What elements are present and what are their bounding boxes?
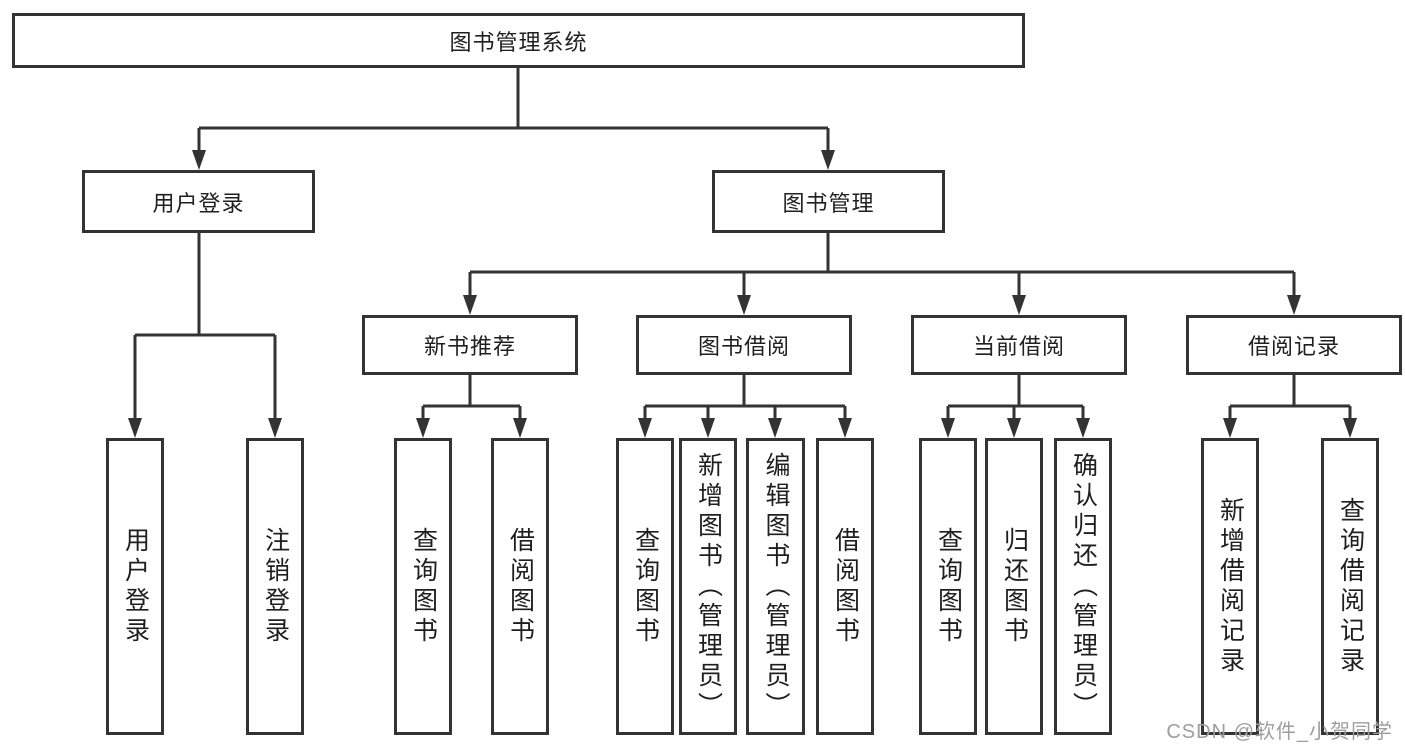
arrowhead [1076,418,1090,438]
arrowhead [1343,418,1357,438]
node-new-book-recommendation-label: 新书推荐 [423,334,516,359]
leaf-logout-label: 注销登录 [261,526,290,647]
leaf-current-return-books-label: 归还图书 [1000,526,1029,647]
node-user-login: 用户登录 [82,170,315,233]
connector-management-to-level3 [468,233,1296,297]
leaf-borrow-query-books: 查询图书 [616,438,674,735]
connector-newbooks-to-leaves [421,375,522,420]
connector-login-to-leaves [133,233,277,420]
node-book-management: 图书管理 [712,170,945,233]
leaf-current-query-books: 查询图书 [919,438,977,735]
node-book-management-label: 图书管理 [782,190,875,216]
leaf-newbooks-query-books: 查询图书 [394,438,452,735]
node-library-system-label: 图书管理系统 [449,29,588,55]
leaf-user-login: 用户登录 [106,438,164,735]
node-book-borrow: 图书借阅 [636,315,852,375]
leaf-borrow-borrow-books-label: 借阅图书 [831,526,860,647]
leaf-current-query-books-label: 查询图书 [934,526,963,647]
leaf-newbooks-borrow-books: 借阅图书 [491,438,549,735]
arrowhead [1287,295,1301,315]
arrowhead [821,150,835,170]
arrowhead [416,418,430,438]
connector-currentborrow-to-leaves [946,375,1085,420]
leaf-records-query-record: 查询借阅记录 [1321,438,1379,735]
leaf-current-confirm-return-admin-label: 确认归还（管理员） [1069,451,1098,722]
leaf-borrow-add-books-admin: 新增图书（管理员） [679,438,737,735]
leaf-newbooks-borrow-books-label: 借阅图书 [506,526,535,647]
connector-records-to-leaves [1228,375,1352,420]
arrowhead [1223,418,1237,438]
arrowhead [1012,295,1026,315]
arrowhead [701,418,715,438]
leaf-borrow-edit-books-admin: 编辑图书（管理员） [746,438,805,735]
arrowhead [268,418,282,438]
leaf-borrow-query-books-label: 查询图书 [631,526,660,647]
leaf-user-login-label: 用户登录 [121,526,150,647]
arrowhead [513,418,527,438]
arrowhead [1007,418,1021,438]
node-new-book-recommendation: 新书推荐 [362,315,578,375]
leaf-logout: 注销登录 [246,438,304,735]
leaf-records-query-record-label: 查询借阅记录 [1336,496,1365,677]
node-user-login-label: 用户登录 [152,190,245,216]
leaf-records-add-record-label: 新增借阅记录 [1216,496,1245,677]
node-library-system: 图书管理系统 [12,13,1025,68]
leaf-current-confirm-return-admin: 确认归还（管理员） [1054,438,1112,735]
node-borrow-records-label: 借阅记录 [1247,334,1340,359]
arrowhead [838,418,852,438]
leaf-borrow-borrow-books: 借阅图书 [816,438,874,735]
arrowhead [737,295,751,315]
leaf-borrow-edit-books-admin-label: 编辑图书（管理员） [762,451,790,722]
connector-root-to-level2 [197,68,830,152]
arrowhead [941,418,955,438]
node-book-borrow-label: 图书借阅 [697,334,790,359]
leaf-records-add-record: 新增借阅记录 [1201,438,1259,735]
node-current-borrow: 当前借阅 [911,315,1127,375]
arrowhead [768,418,782,438]
connector-bookborrow-to-leaves [643,375,847,420]
arrowhead [128,418,142,438]
arrowhead [463,295,477,315]
leaf-borrow-add-books-admin-label: 新增图书（管理员） [694,451,723,722]
node-current-borrow-label: 当前借阅 [972,334,1065,359]
arrowhead [192,150,206,170]
leaf-current-return-books: 归还图书 [985,438,1043,735]
leaf-newbooks-query-books-label: 查询图书 [409,526,438,647]
arrowhead [638,418,652,438]
watermark: CSDN @软件_小贺同学 [1166,721,1393,743]
node-borrow-records: 借阅记录 [1186,315,1402,375]
